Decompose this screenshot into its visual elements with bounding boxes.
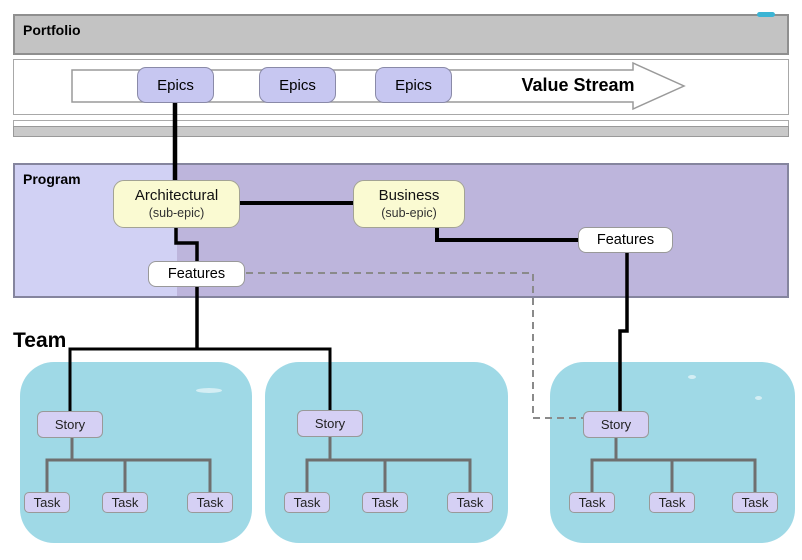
portfolio-band: Portfolio	[13, 14, 789, 55]
features-label: Features	[167, 266, 226, 282]
epic-label: Epics	[157, 76, 194, 94]
task-node: Task	[24, 492, 70, 513]
task-label: Task	[456, 495, 484, 510]
task-label: Task	[741, 495, 769, 510]
task-label: Task	[658, 495, 686, 510]
epic-node-1: Epics	[137, 67, 214, 103]
portfolio-band-label: Portfolio	[23, 22, 81, 38]
task-node: Task	[102, 492, 148, 513]
story-node-3: Story	[583, 411, 649, 438]
task-label: Task	[578, 495, 606, 510]
task-node: Task	[187, 492, 233, 513]
task-node: Task	[649, 492, 695, 513]
task-tree-team-1	[45, 437, 212, 493]
task-label: Task	[33, 495, 61, 510]
business-title: Business	[378, 186, 440, 204]
program-band-label: Program	[23, 171, 81, 187]
task-node: Task	[362, 492, 408, 513]
features-node-right: Features	[578, 227, 673, 253]
highlight-speck	[688, 375, 696, 379]
highlight-speck	[196, 388, 222, 393]
task-label: Task	[111, 495, 139, 510]
epic-node-2: Epics	[259, 67, 336, 103]
story-node-1: Story	[37, 411, 103, 438]
features-label: Features	[596, 232, 655, 248]
connector-architectural-to-features-left	[174, 227, 199, 350]
task-node: Task	[284, 492, 330, 513]
highlight-speck	[755, 396, 762, 400]
story-label: Story	[314, 416, 346, 431]
story-label: Story	[600, 417, 632, 432]
epic-node-3: Epics	[375, 67, 452, 103]
task-label: Task	[293, 495, 321, 510]
business-subtitle: (sub-epic)	[381, 205, 437, 220]
connector-features-right-to-story-3	[618, 252, 629, 414]
connector-features-left-to-stories	[68, 347, 332, 413]
task-label: Task	[196, 495, 224, 510]
story-node-2: Story	[297, 410, 363, 437]
connector-business-to-features-right	[435, 227, 578, 242]
epic-label: Epics	[395, 76, 432, 94]
features-node-left: Features	[148, 261, 245, 287]
teal-mark	[757, 12, 775, 17]
connector-dashed-features-to-story-3	[246, 272, 584, 419]
business-sub-epic-node: Business (sub-epic)	[353, 180, 465, 228]
architectural-title: Architectural	[134, 186, 219, 204]
task-node: Task	[732, 492, 778, 513]
task-tree-team-3	[590, 438, 757, 493]
task-node: Task	[447, 492, 493, 513]
architectural-sub-epic-node: Architectural (sub-epic)	[113, 180, 240, 228]
story-label: Story	[54, 417, 86, 432]
epic-label: Epics	[279, 76, 316, 94]
team-band-label: Team	[13, 329, 67, 352]
value-stream-label: Value Stream	[521, 75, 635, 95]
task-node: Task	[569, 492, 615, 513]
task-tree-team-2	[305, 437, 472, 493]
task-label: Task	[371, 495, 399, 510]
divider-strip-gray	[13, 126, 789, 137]
architectural-subtitle: (sub-epic)	[148, 205, 205, 220]
